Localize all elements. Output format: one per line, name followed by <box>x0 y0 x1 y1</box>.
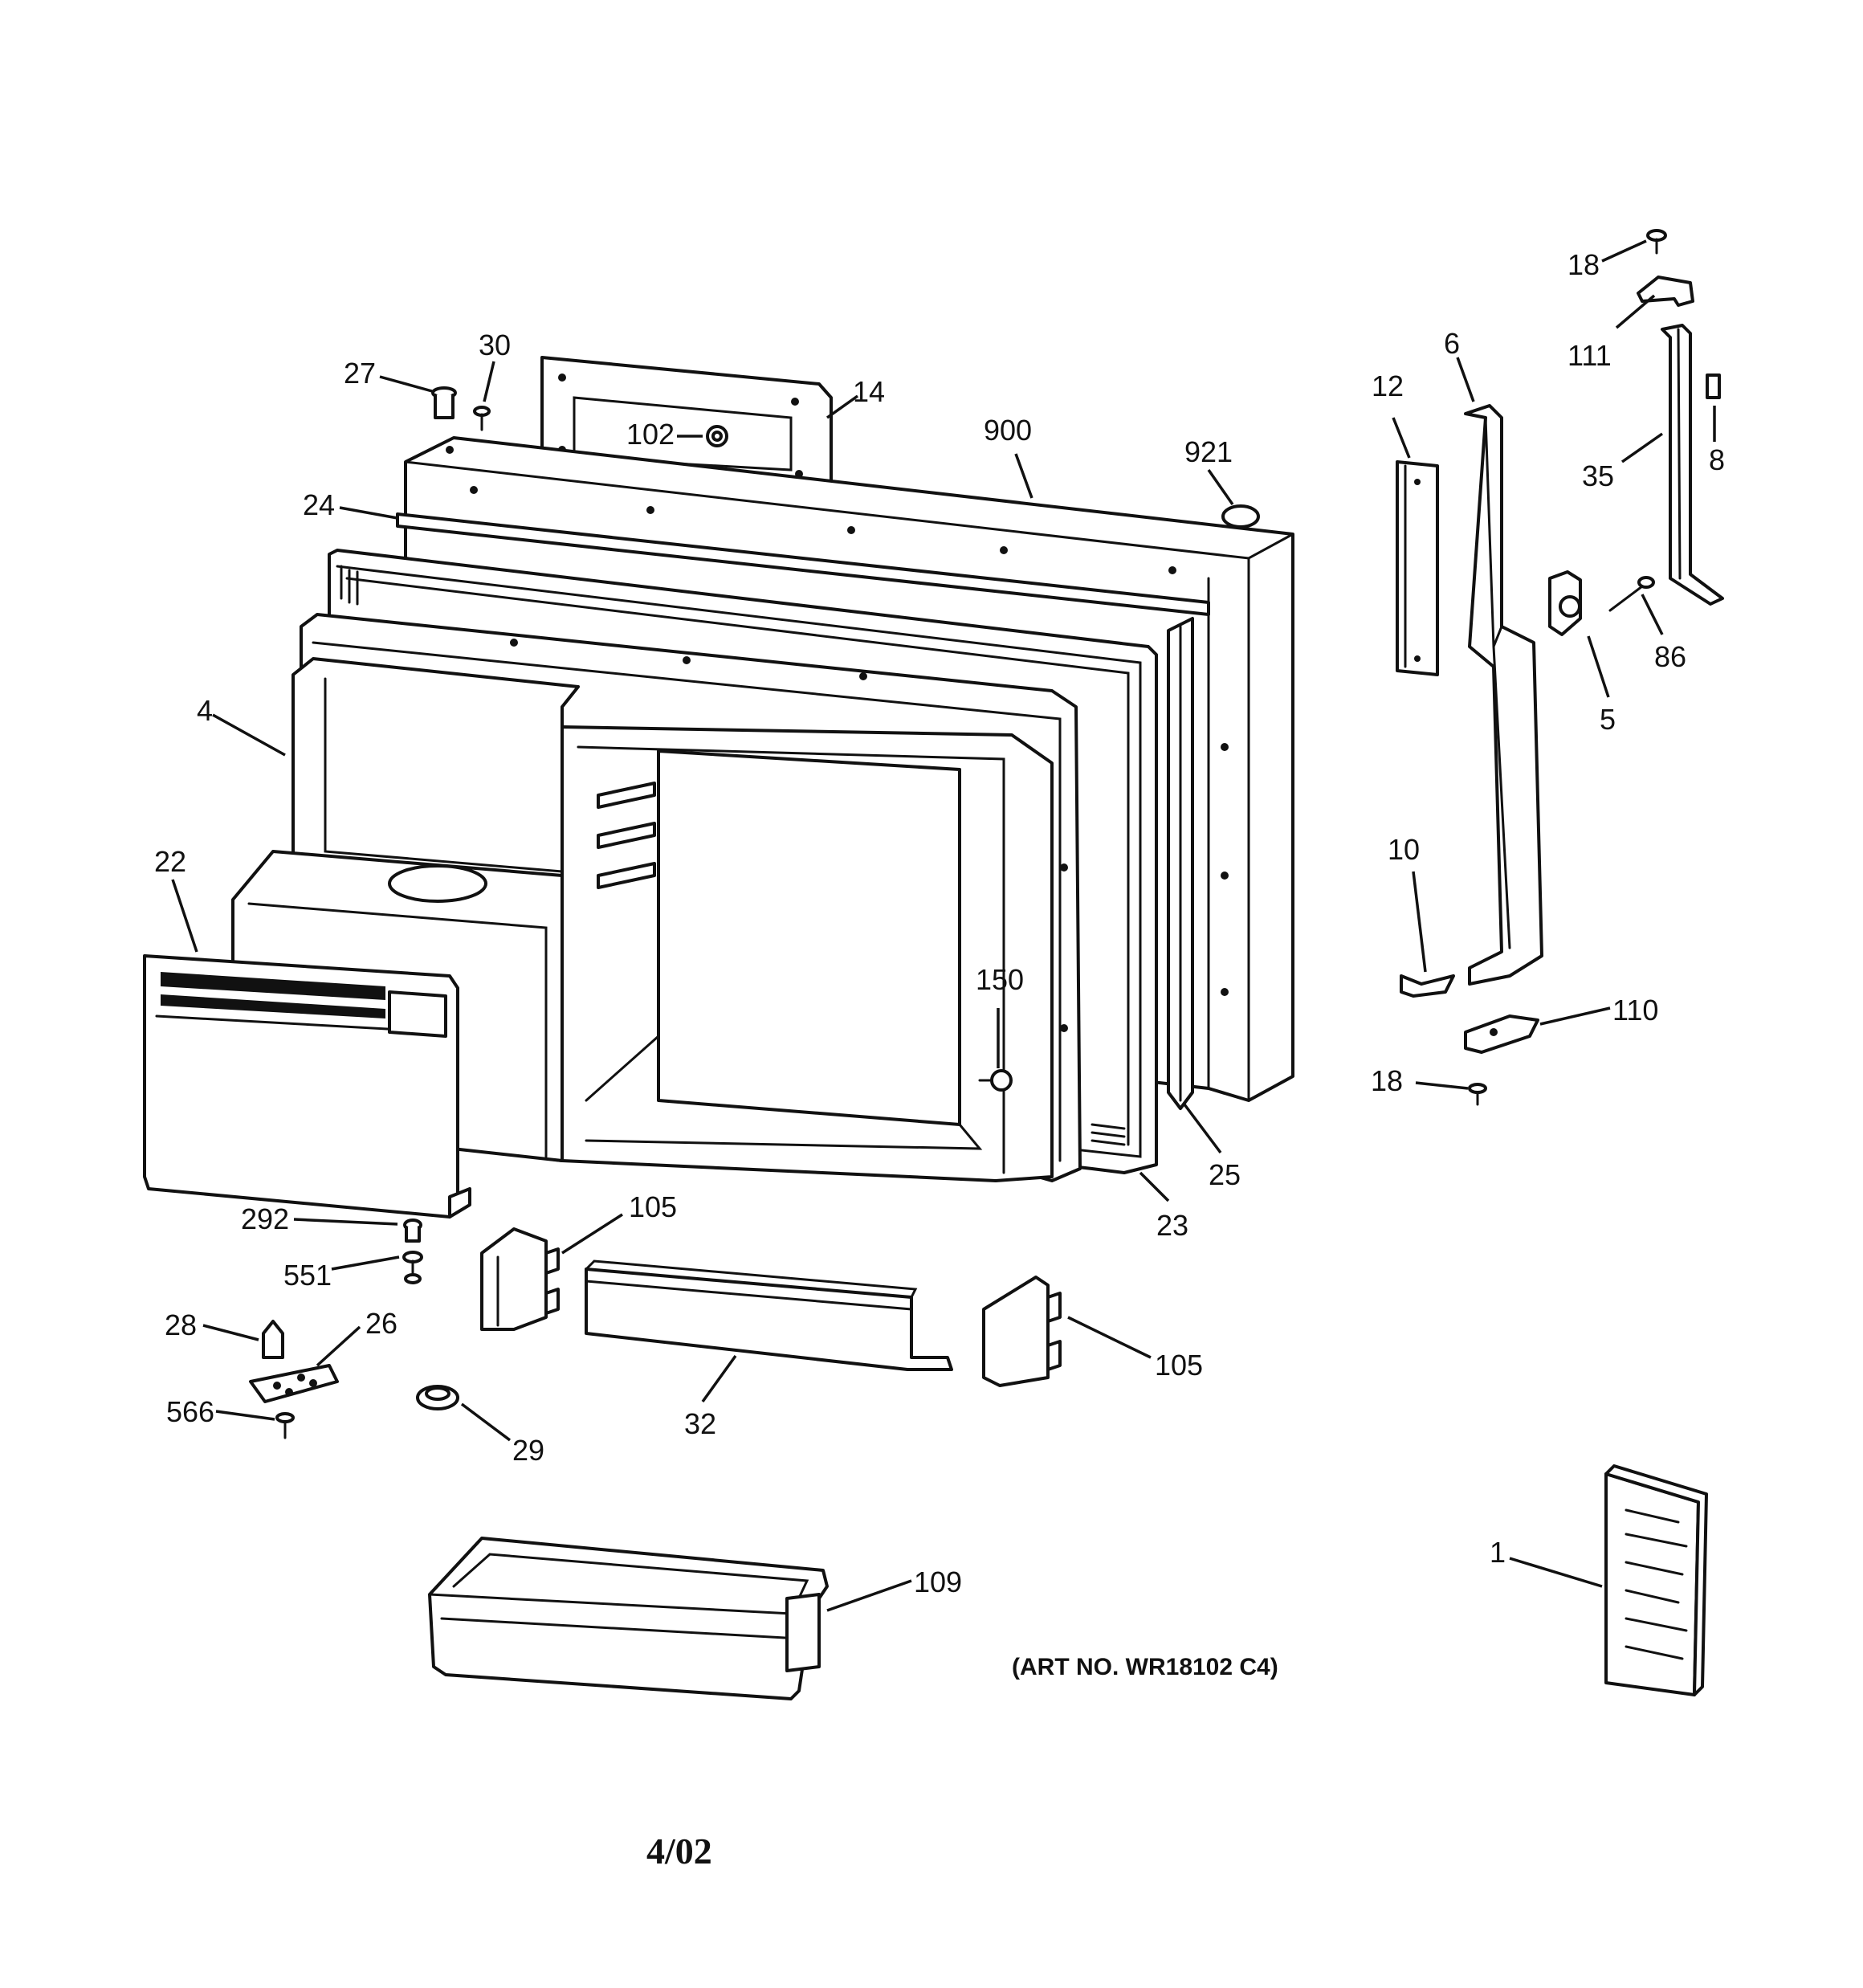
callout-30: 30 <box>479 329 511 361</box>
callout-102: 102 <box>626 418 675 451</box>
part-86-screw <box>1608 576 1655 612</box>
part-102-knob <box>706 425 728 447</box>
part-29-grommet <box>416 1385 459 1410</box>
revision-date: 4/02 <box>646 1831 712 1872</box>
callout-150: 150 <box>976 963 1024 996</box>
part-1-manual <box>1604 1464 1708 1696</box>
callout-26: 26 <box>365 1307 397 1340</box>
callout-32: 32 <box>684 1407 716 1440</box>
callout-900: 900 <box>984 414 1032 447</box>
part-6-hinge-arm <box>1464 404 1543 986</box>
art-number: (ART NO. WR18102 C4) <box>1012 1654 1278 1680</box>
callout-551: 551 <box>283 1259 332 1292</box>
part-25-strip <box>1167 617 1194 1110</box>
callout-14: 14 <box>853 375 885 408</box>
callout-35: 35 <box>1582 459 1614 492</box>
callouts: 27 30 14 102 900 921 24 4 22 150 25 23 2… <box>154 248 1725 1598</box>
part-109-bin <box>428 1537 829 1700</box>
part-110-shim <box>1464 1014 1539 1054</box>
part-22-front-panel <box>143 954 471 1219</box>
callout-23: 23 <box>1156 1209 1188 1242</box>
callout-27: 27 <box>344 357 376 390</box>
part-27-cap <box>431 386 457 419</box>
callout-86: 86 <box>1654 640 1686 673</box>
part-150-screw <box>978 1069 1013 1092</box>
callout-24: 24 <box>303 488 335 521</box>
callout-6: 6 <box>1444 327 1460 360</box>
callout-292: 292 <box>241 1202 289 1235</box>
callout-921: 921 <box>1184 435 1233 468</box>
part-30-screw <box>473 406 491 431</box>
callout-4: 4 <box>197 694 213 727</box>
part-5-hinge <box>1548 570 1582 636</box>
part-566-screw <box>275 1412 295 1439</box>
callout-105-left: 105 <box>629 1190 677 1223</box>
callout-5: 5 <box>1600 703 1616 736</box>
part-105-end-cap-left <box>480 1227 560 1331</box>
callout-110: 110 <box>1612 994 1658 1027</box>
part-8-label <box>1706 374 1721 399</box>
callout-28: 28 <box>165 1308 197 1341</box>
leader-lines <box>171 239 1716 1612</box>
callout-22: 22 <box>154 845 186 878</box>
callout-25: 25 <box>1209 1158 1241 1191</box>
callout-12: 12 <box>1372 369 1404 402</box>
callout-105-right: 105 <box>1155 1349 1203 1382</box>
callout-111: 111 <box>1567 339 1612 372</box>
callout-29: 29 <box>512 1434 544 1467</box>
part-105-end-cap-right <box>982 1276 1062 1387</box>
callout-18-top: 18 <box>1567 248 1600 281</box>
part-28-pin <box>262 1320 284 1359</box>
part-292-rivet <box>403 1219 422 1243</box>
part-32-shelf-rail <box>585 1259 953 1371</box>
part-26-plate <box>249 1364 339 1403</box>
part-12-channel <box>1396 460 1439 676</box>
callout-18-bottom: 18 <box>1371 1064 1403 1097</box>
callout-566: 566 <box>166 1395 214 1428</box>
callout-1: 1 <box>1490 1536 1506 1569</box>
part-18-bottom-screw <box>1468 1083 1487 1106</box>
callout-10: 10 <box>1388 833 1420 866</box>
callout-109: 109 <box>914 1565 962 1598</box>
part-4-door-liner <box>231 613 1082 1182</box>
part-35-bar <box>1661 324 1724 606</box>
part-24-trim <box>396 512 1210 616</box>
part-10-bracket <box>1400 974 1455 998</box>
callout-8: 8 <box>1709 443 1725 476</box>
part-551-screw <box>402 1251 423 1284</box>
part-921-plug <box>1221 504 1260 529</box>
part-18-top-screw <box>1646 229 1667 255</box>
